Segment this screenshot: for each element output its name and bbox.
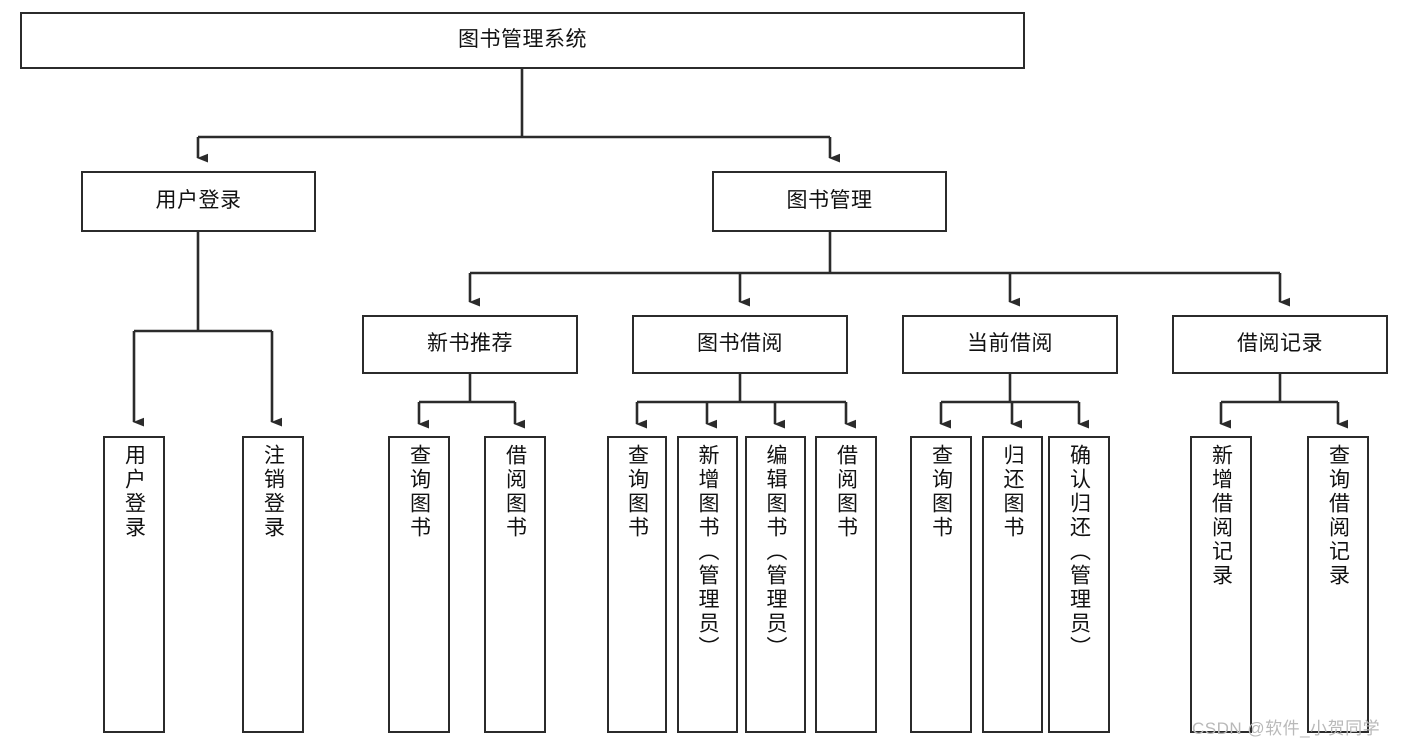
node-leaf-br-add-record[interactable]: 新增借阅记录 bbox=[1190, 436, 1252, 733]
node-leaf-cb-query-book-label: 查询图书 bbox=[929, 444, 953, 540]
node-leaf-cb-return-book-label: 归还图书 bbox=[1001, 444, 1024, 540]
node-leaf-bb-borrow-book-label: 借阅图书 bbox=[834, 444, 858, 540]
node-leaf-cb-confirm-return[interactable]: 确认归还（管理员） bbox=[1048, 436, 1110, 733]
node-user-login[interactable]: 用户登录 bbox=[81, 171, 316, 232]
node-book-borrow-label: 图书借阅 bbox=[697, 332, 783, 356]
node-leaf-rec-query-book[interactable]: 查询图书 bbox=[388, 436, 450, 733]
node-new-book-recommend[interactable]: 新书推荐 bbox=[362, 315, 578, 374]
node-leaf-bb-edit-book-label: 编辑图书（管理员） bbox=[764, 444, 787, 660]
node-leaf-bb-edit-book[interactable]: 编辑图书（管理员） bbox=[745, 436, 806, 733]
node-leaf-bb-add-book[interactable]: 新增图书（管理员） bbox=[677, 436, 738, 733]
node-leaf-rec-borrow-book[interactable]: 借阅图书 bbox=[484, 436, 546, 733]
node-leaf-cb-confirm-return-label: 确认归还（管理员） bbox=[1067, 444, 1091, 660]
node-leaf-user-logout[interactable]: 注销登录 bbox=[242, 436, 304, 733]
node-leaf-cb-query-book[interactable]: 查询图书 bbox=[910, 436, 972, 733]
node-leaf-user-login-label: 用户登录 bbox=[122, 444, 146, 540]
node-leaf-bb-add-book-label: 新增图书（管理员） bbox=[696, 444, 719, 660]
node-borrow-record[interactable]: 借阅记录 bbox=[1172, 315, 1388, 374]
csdn-watermark: CSDN @软件_小贺同学 bbox=[1192, 719, 1381, 738]
node-leaf-bb-query-book[interactable]: 查询图书 bbox=[607, 436, 667, 733]
node-leaf-br-add-record-label: 新增借阅记录 bbox=[1209, 444, 1233, 588]
node-book-manage[interactable]: 图书管理 bbox=[712, 171, 947, 232]
node-root[interactable]: 图书管理系统 bbox=[20, 12, 1025, 69]
node-leaf-br-query-record[interactable]: 查询借阅记录 bbox=[1307, 436, 1369, 733]
node-current-borrow-label: 当前借阅 bbox=[967, 332, 1053, 356]
node-root-label: 图书管理系统 bbox=[458, 28, 587, 52]
node-leaf-bb-query-book-label: 查询图书 bbox=[625, 444, 649, 540]
node-new-book-recommend-label: 新书推荐 bbox=[427, 332, 513, 356]
node-borrow-record-label: 借阅记录 bbox=[1237, 332, 1323, 356]
node-leaf-user-login[interactable]: 用户登录 bbox=[103, 436, 165, 733]
node-leaf-br-query-record-label: 查询借阅记录 bbox=[1326, 444, 1350, 588]
node-leaf-bb-borrow-book[interactable]: 借阅图书 bbox=[815, 436, 877, 733]
node-leaf-rec-borrow-book-label: 借阅图书 bbox=[503, 444, 527, 540]
node-current-borrow[interactable]: 当前借阅 bbox=[902, 315, 1118, 374]
node-user-login-label: 用户登录 bbox=[155, 189, 242, 213]
node-leaf-cb-return-book[interactable]: 归还图书 bbox=[982, 436, 1043, 733]
node-book-manage-label: 图书管理 bbox=[786, 189, 873, 213]
node-book-borrow[interactable]: 图书借阅 bbox=[632, 315, 848, 374]
node-leaf-user-logout-label: 注销登录 bbox=[261, 444, 285, 540]
node-leaf-rec-query-book-label: 查询图书 bbox=[407, 444, 431, 540]
